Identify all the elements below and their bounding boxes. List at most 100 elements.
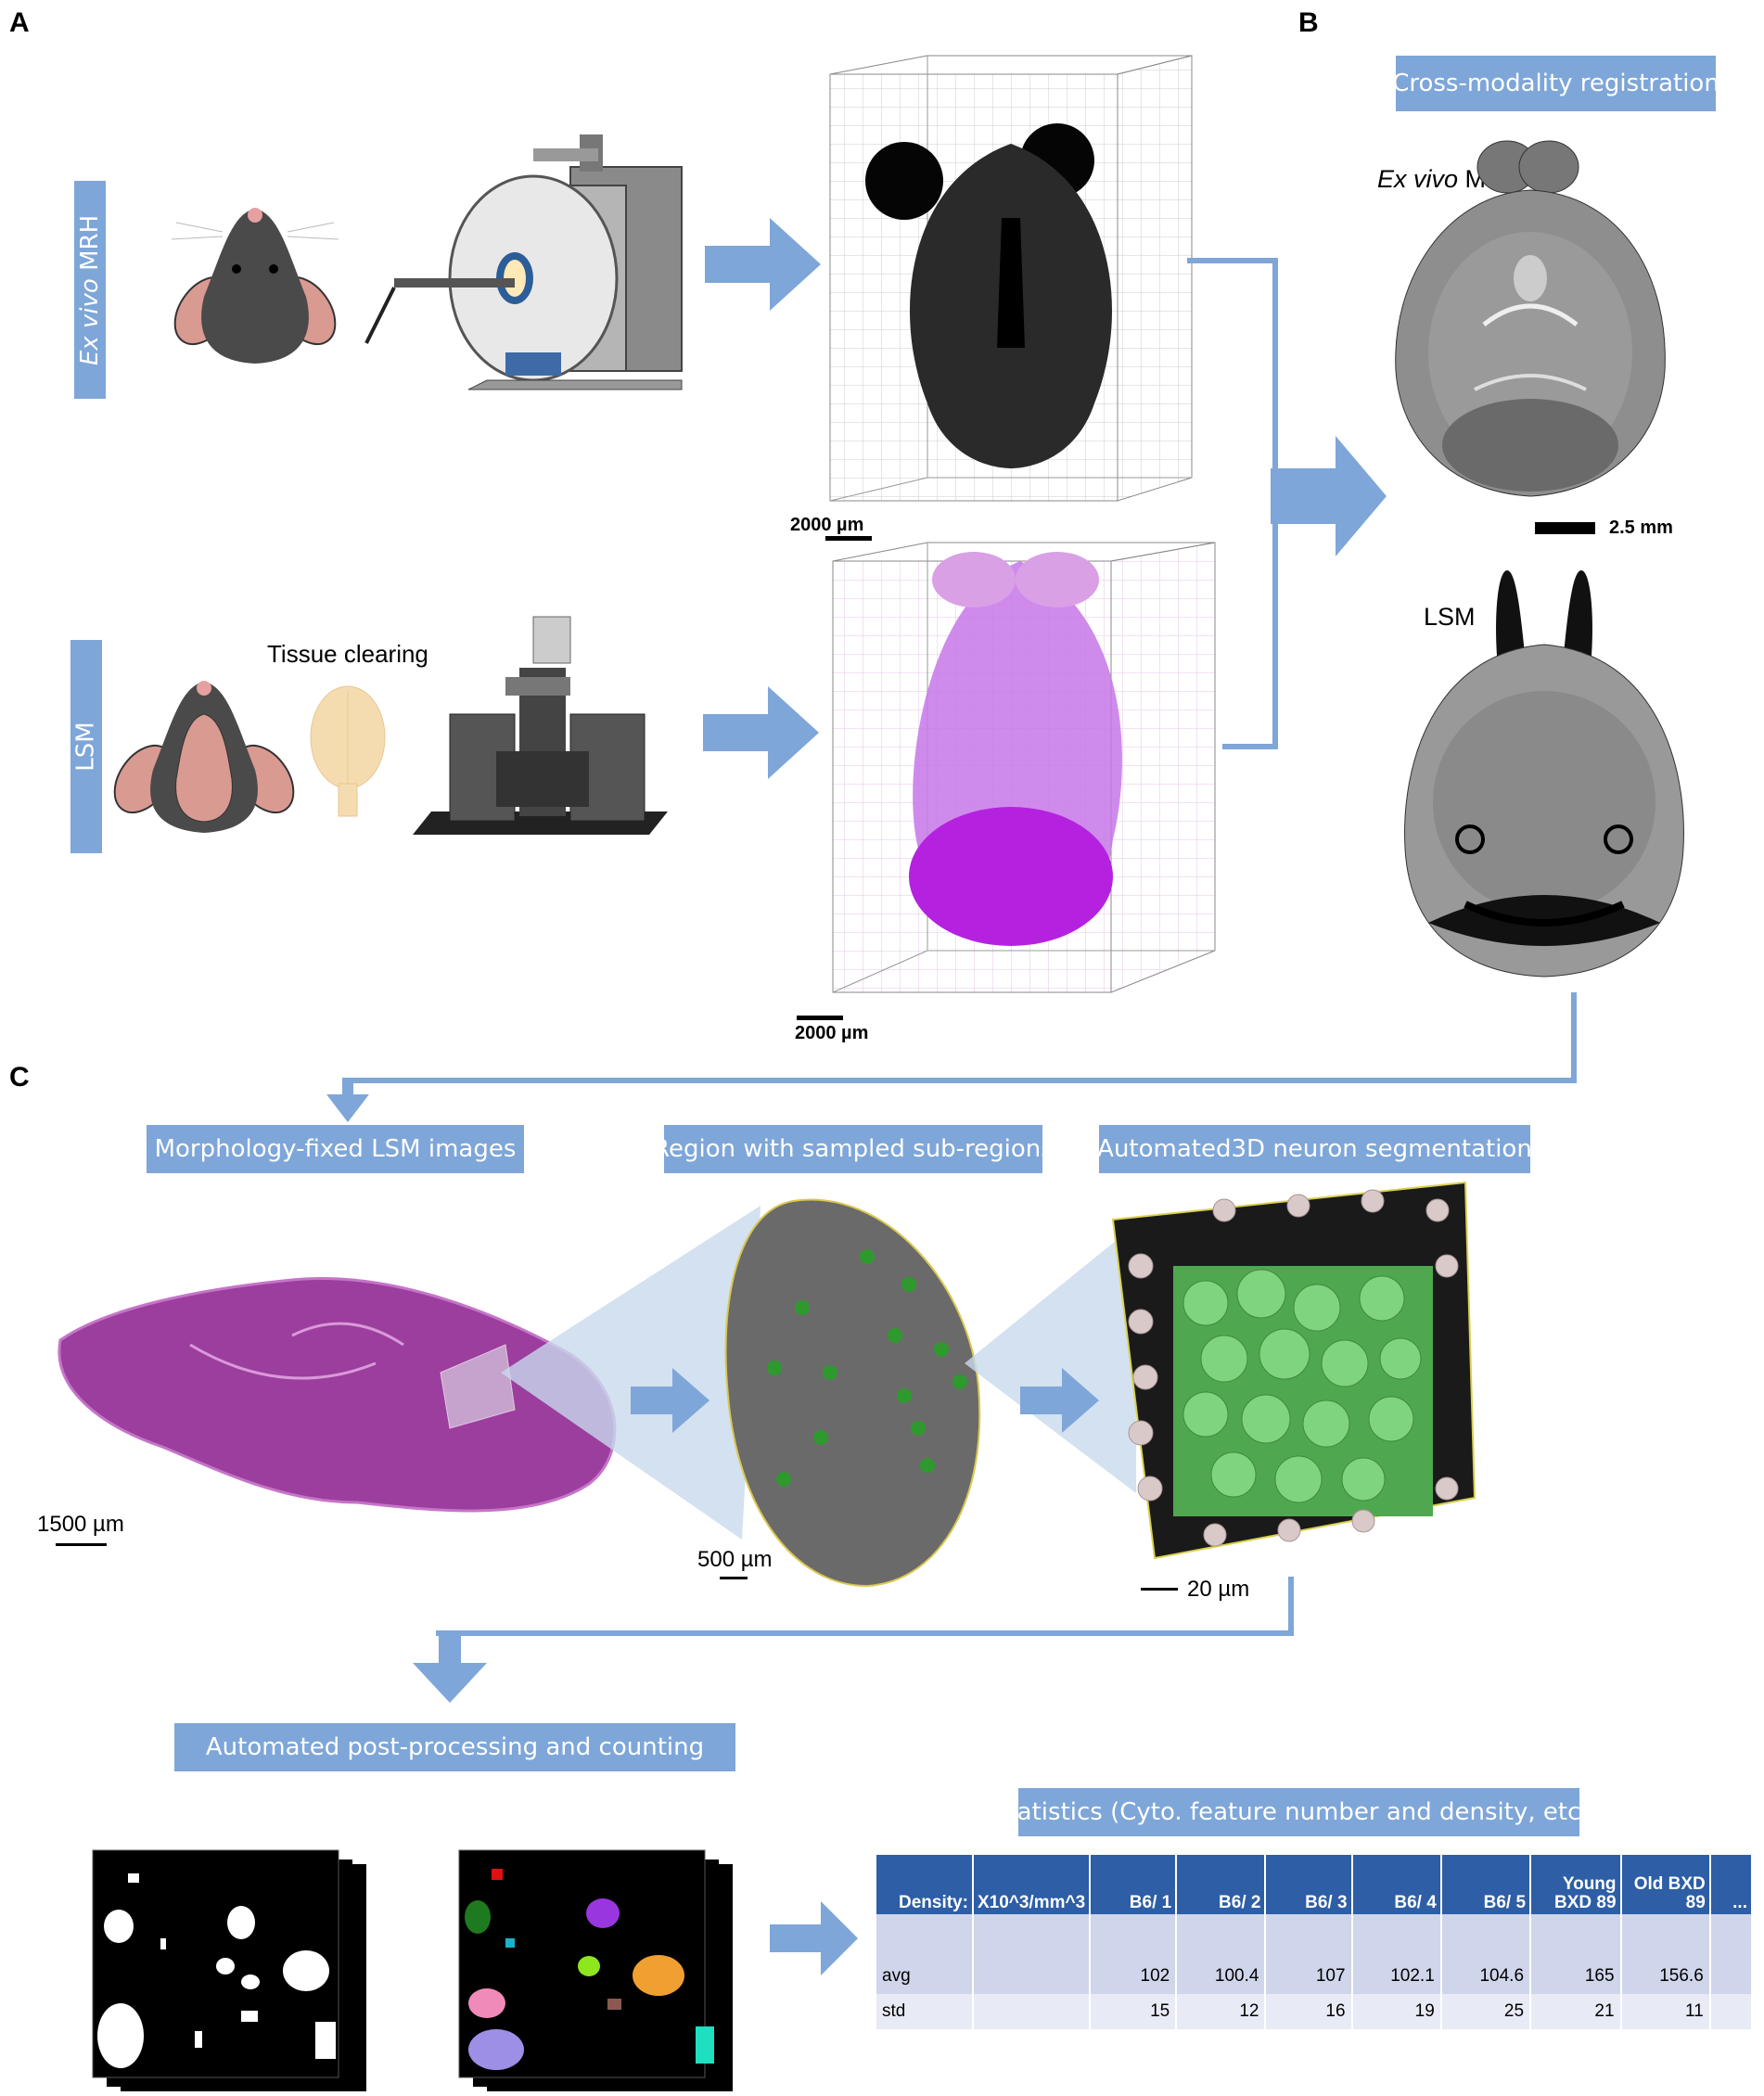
scale-label-bottom: 2000 µm [795,1023,869,1043]
arrow-right-icon [770,1901,858,1975]
table-cell [1176,1914,1267,1959]
arrow-right-icon [1271,436,1387,556]
table-cell: 11 [1620,1994,1711,2029]
table-header: B6/ 2 [1176,1855,1267,1914]
table-cell: 107 [1265,1959,1353,1994]
sampled-region-render [724,1198,981,1588]
table-cell: 25 [1440,1994,1532,2029]
sagittal-brain-render [58,1276,617,1513]
table-header: X10^3/mm^3 [972,1855,1092,1914]
table-cell: 104.6 [1440,1959,1532,1994]
scale-label-top: 2000 µm [790,515,864,535]
table-cell: 16 [1265,1994,1353,2029]
stats-table-container: Density: X10^3/mm^3 B6/ 1 B6/ 2 B6/ 3 B6… [876,1855,1753,2029]
table-cell: std [876,1994,974,2029]
label-ex-vivo-mrh: Ex vivo MRH [74,181,106,399]
box-post-processing: Automated post-processing and counting [174,1723,735,1771]
title-cross-modality-registration: Cross-modality registration [1392,56,1719,111]
table-cell: 156.6 [1620,1959,1711,1994]
light-sheet-microscope-icon [413,616,668,835]
table-cell: 102.1 [1351,1959,1442,1994]
table-cell: avg [876,1959,974,1994]
table-cell: 100.4 [1176,1959,1267,1994]
table-cell [1709,1994,1753,2029]
mrh-brain-slice [1395,140,1666,497]
arrow-down-icon [326,1078,369,1122]
label-lsm: LSM [70,640,102,853]
cleared-brain-icon [310,685,386,817]
scale-bar [1141,1588,1178,1591]
scale-bar [797,1016,843,1020]
arrow-right-icon [705,218,821,311]
table-cell [1709,1914,1753,1959]
table-cell [1620,1914,1711,1959]
table-header: B6/ 1 [1090,1855,1178,1914]
mouse-head-cleared-icon [113,681,295,833]
connector-line [1571,992,1577,1083]
connector-line [1222,744,1278,749]
scale-label-20: 20 µm [1187,1577,1250,1602]
segmentation-cube-render [1111,1181,1476,1560]
table-cell: 21 [1530,1994,1622,2029]
table-cell [1440,1914,1532,1959]
table-header: B6/ 4 [1351,1855,1442,1914]
arrow-right-icon [703,686,819,779]
table-row: avg 102 100.4 107 102.1 104.6 165 156.6 [876,1959,1753,1994]
table-header: Density: [876,1855,974,1914]
table-cell [876,1914,974,1959]
table-cell: 165 [1530,1959,1622,1994]
box-statistics: Statistics (Cyto. feature number and den… [992,1788,1605,1836]
scale-bar [825,536,872,541]
table-cell [1090,1914,1178,1959]
box-morphology-fixed: Morphology-fixed LSM images [147,1125,524,1173]
table-header: B6/ 3 [1265,1855,1353,1914]
arrow-right-icon [631,1368,709,1433]
scale-label-2-5mm: 2.5 mm [1609,518,1673,538]
table-header: ... [1709,1855,1753,1914]
lsm-3d-volume [832,542,1216,993]
table-cell [1530,1914,1622,1959]
table-header: B6/ 5 [1440,1855,1532,1914]
tissue-clearing-label: Tissue clearing [267,640,428,668]
panel-letter-b: B [1298,7,1319,38]
scale-bar [56,1543,107,1546]
table-cell [972,1914,1092,1959]
arrow-right-icon [1020,1368,1099,1433]
scale-label-1500: 1500 µm [37,1512,124,1537]
lsm-brain-slice [1404,570,1684,978]
connector-line [436,1630,1294,1636]
zoom-cone [501,1206,761,1540]
table-cell [1351,1914,1442,1959]
labeled-mask-image [458,1849,733,2091]
label-lsm-b: LSM [1424,603,1476,631]
table-cell [1265,1914,1353,1959]
mrh-3d-volume [829,55,1193,502]
binary-mask-image [92,1849,366,2091]
stats-table: Density: X10^3/mm^3 B6/ 1 B6/ 2 B6/ 3 B6… [876,1855,1753,2029]
box-automated-3d-segmentation: Automated3D neuron segmentation [1097,1125,1532,1173]
box-region-sampled: Region with sampled sub-regions [653,1125,1054,1173]
mouse-head-icon [171,208,339,364]
table-header: Old BXD 89 [1620,1855,1711,1914]
table-cell: 15 [1090,1994,1178,2029]
table-cell: 19 [1351,1994,1442,2029]
arrow-down-icon [413,1630,487,1703]
connector-line [1187,258,1278,263]
zoom-cone [965,1224,1136,1493]
panel-letter-c: C [9,1062,30,1093]
scale-bar-2-5mm [1535,522,1595,534]
mri-scanner-icon [364,134,683,390]
table-row: std 15 12 16 19 25 21 11 [876,1994,1753,2029]
table-cell: 12 [1176,1994,1267,2029]
table-cell [972,1994,1092,2029]
scale-label-500: 500 µm [697,1547,773,1572]
panel-letter-a: A [9,7,30,38]
table-cell: 102 [1090,1959,1178,1994]
connector-line [1288,1577,1294,1636]
connector-line [345,1078,1577,1083]
table-cell [1709,1959,1753,1994]
table-row [876,1914,1753,1959]
table-cell [972,1959,1092,1994]
table-header: Young BXD 89 [1530,1855,1622,1914]
scale-bar [720,1577,748,1579]
